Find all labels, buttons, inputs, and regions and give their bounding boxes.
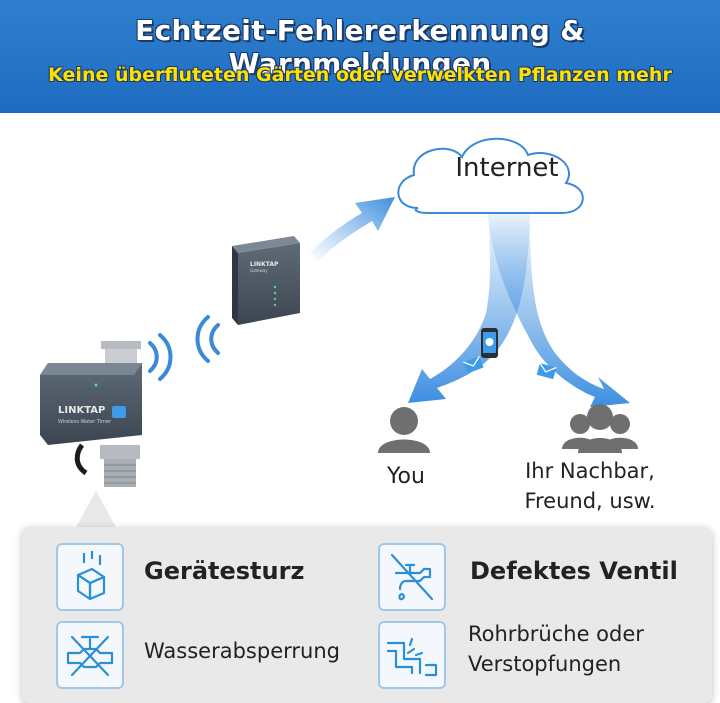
user-group-icon: [562, 404, 638, 453]
features-panel: Gerätesturz Defektes Ventil Wasserabsp: [22, 527, 712, 703]
timer-brand: LINKTAP: [58, 405, 105, 416]
recipient-others-line2: Freund, usw.: [524, 489, 655, 513]
notify-arrows: [408, 213, 630, 407]
header-banner: Echtzeit-Fehlererkennung & Warnmeldungen…: [0, 0, 720, 113]
water-timer-device: LINKTAP Wireless Water Timer: [40, 341, 142, 487]
upload-arrow: [310, 197, 395, 261]
valve-shutoff-icon: [56, 621, 124, 689]
gateway-brand: LINKTAP: [250, 261, 279, 268]
feature-label-water-shutoff: Wasserabsperrung: [144, 639, 340, 663]
email-icon: [536, 362, 557, 380]
feature-label-pipe-burst-line1: Rohrbrüche oder: [468, 622, 644, 646]
gateway-model: Gateway: [250, 268, 268, 273]
feature-label-defective-valve: Defektes Ventil: [470, 557, 678, 585]
smartphone-icon: [481, 328, 498, 358]
gateway-device: LINKTAP Gateway: [232, 236, 300, 325]
cloud-label: Internet: [455, 153, 558, 183]
recipient-you: You: [386, 464, 425, 489]
email-icon: [463, 355, 484, 374]
user-avatar-icon: [378, 407, 430, 453]
broken-faucet-icon: [378, 543, 446, 611]
wireless-signal-icon: [148, 333, 173, 381]
page-subtitle: Keine überfluteten Gärten oder verwelkte…: [48, 64, 672, 86]
timer-subtitle: Wireless Water Timer: [58, 419, 112, 425]
diagram: Internet LINKTAP Gateway: [40, 137, 656, 527]
internet-cloud-icon: [397, 137, 584, 214]
feature-label-pipe-burst: Rohrbrüche oder Verstopfungen: [468, 619, 644, 679]
wireless-signal-icon: [195, 315, 220, 363]
feature-label-pipe-burst-line2: Verstopfungen: [468, 652, 622, 676]
feature-label-device-fall: Gerätesturz: [144, 557, 305, 585]
page-title: Echtzeit-Fehlererkennung & Warnmeldungen: [135, 14, 585, 80]
recipient-others-line1: Ihr Nachbar,: [525, 459, 655, 483]
falling-box-icon: [56, 543, 124, 611]
pipe-leak-icon: [378, 621, 446, 689]
panel-pointer: [76, 491, 116, 527]
